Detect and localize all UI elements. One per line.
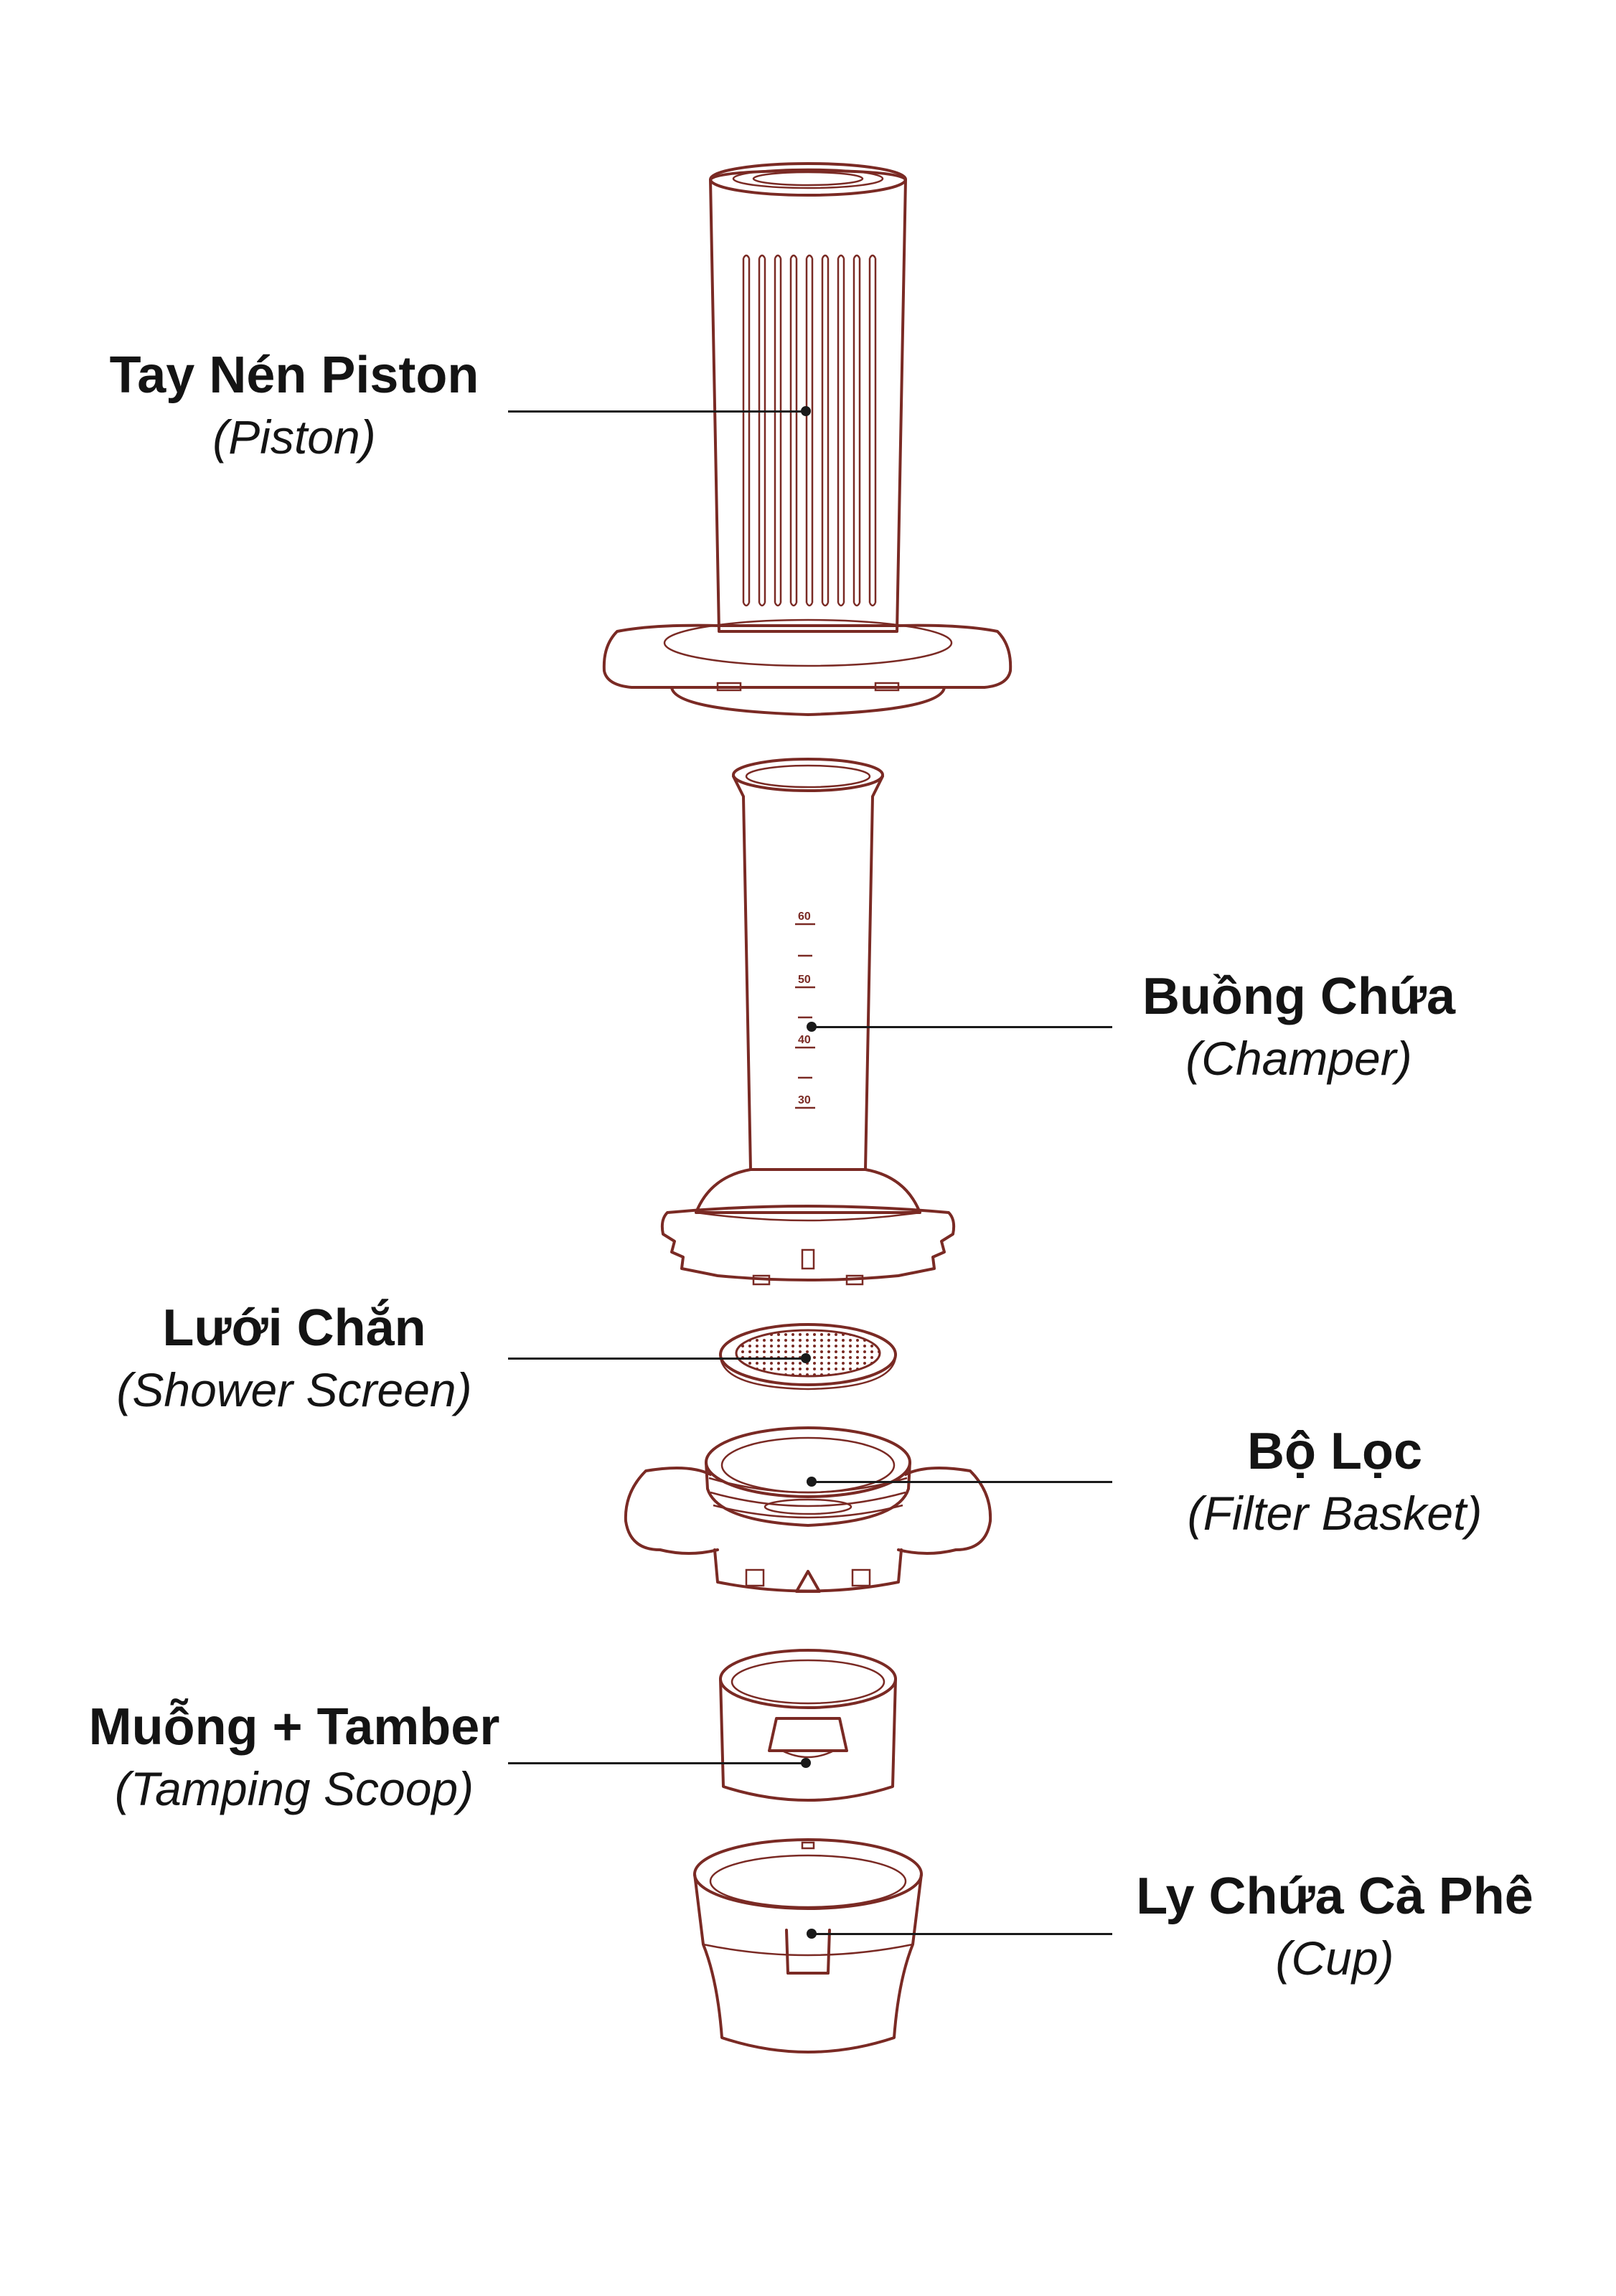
chamber-english: (Champer) [1185, 1032, 1412, 1085]
piston-rib [789, 254, 798, 607]
cup-label: Ly Chứa Cà Phê (Cup) [1119, 1866, 1550, 1989]
piston-label: Tay Nén Piston (Piston) [100, 344, 488, 468]
filter-leader-dot [807, 1477, 817, 1487]
piston-rib [774, 254, 782, 607]
scoop-leader-line [508, 1762, 805, 1764]
cup-leader-dot [807, 1929, 817, 1939]
piston-rib [821, 254, 830, 607]
scoop-english: (Tamping Scoop) [114, 1762, 474, 1815]
chamber-leader-line [811, 1026, 1112, 1028]
chamber-name: Buồng Chứa [1142, 968, 1456, 1025]
piston-drawing [602, 162, 1013, 716]
filter-english: (Filter Basket) [1187, 1487, 1483, 1540]
piston-rib [837, 254, 845, 607]
piston-rib [758, 254, 766, 607]
cup-leader-line [811, 1933, 1112, 1935]
piston-rib [742, 254, 751, 607]
chamber-drawing: 60 50 40 30 [660, 758, 956, 1286]
screen-name: Lưới Chắn [162, 1299, 426, 1357]
cup-english: (Cup) [1275, 1932, 1394, 1985]
filter-basket-drawing [624, 1426, 992, 1593]
filter-name: Bộ Lọc [1247, 1423, 1422, 1480]
piston-rib [805, 254, 814, 607]
scale-mark-50: 50 [798, 974, 811, 986]
scale-mark-30: 30 [798, 1094, 811, 1106]
piston-english: (Piston) [212, 410, 376, 464]
cup-name: Ly Chứa Cà Phê [1136, 1868, 1533, 1925]
piston-rib [868, 254, 877, 607]
chamber-label: Buồng Chứa (Champer) [1119, 966, 1478, 1089]
scale-mark-60: 60 [798, 911, 811, 923]
scoop-leader-dot [801, 1758, 811, 1768]
chamber-leader-dot [807, 1022, 817, 1032]
tamping-scoop-drawing [719, 1649, 897, 1802]
screen-leader-dot [801, 1353, 811, 1363]
piston-leader-dot [801, 406, 811, 416]
chamber-scale: 60 50 40 30 [795, 911, 815, 1109]
cup-drawing [693, 1838, 923, 2053]
filter-leader-line [811, 1481, 1112, 1483]
scoop-label: Muỗng + Tamber (Tamping Scoop) [72, 1696, 517, 1820]
screen-label: Lưới Chắn (Shower Screen) [86, 1297, 502, 1421]
piston-leader-line [508, 410, 805, 413]
piston-rib [852, 254, 861, 607]
scoop-name: Muỗng + Tamber [88, 1698, 500, 1756]
filter-label: Bộ Lọc (Filter Basket) [1141, 1421, 1528, 1544]
piston-name: Tay Nén Piston [109, 347, 479, 404]
screen-leader-line [508, 1358, 805, 1360]
screen-english: (Shower Screen) [116, 1363, 472, 1416]
scale-mark-40: 40 [798, 1034, 811, 1046]
